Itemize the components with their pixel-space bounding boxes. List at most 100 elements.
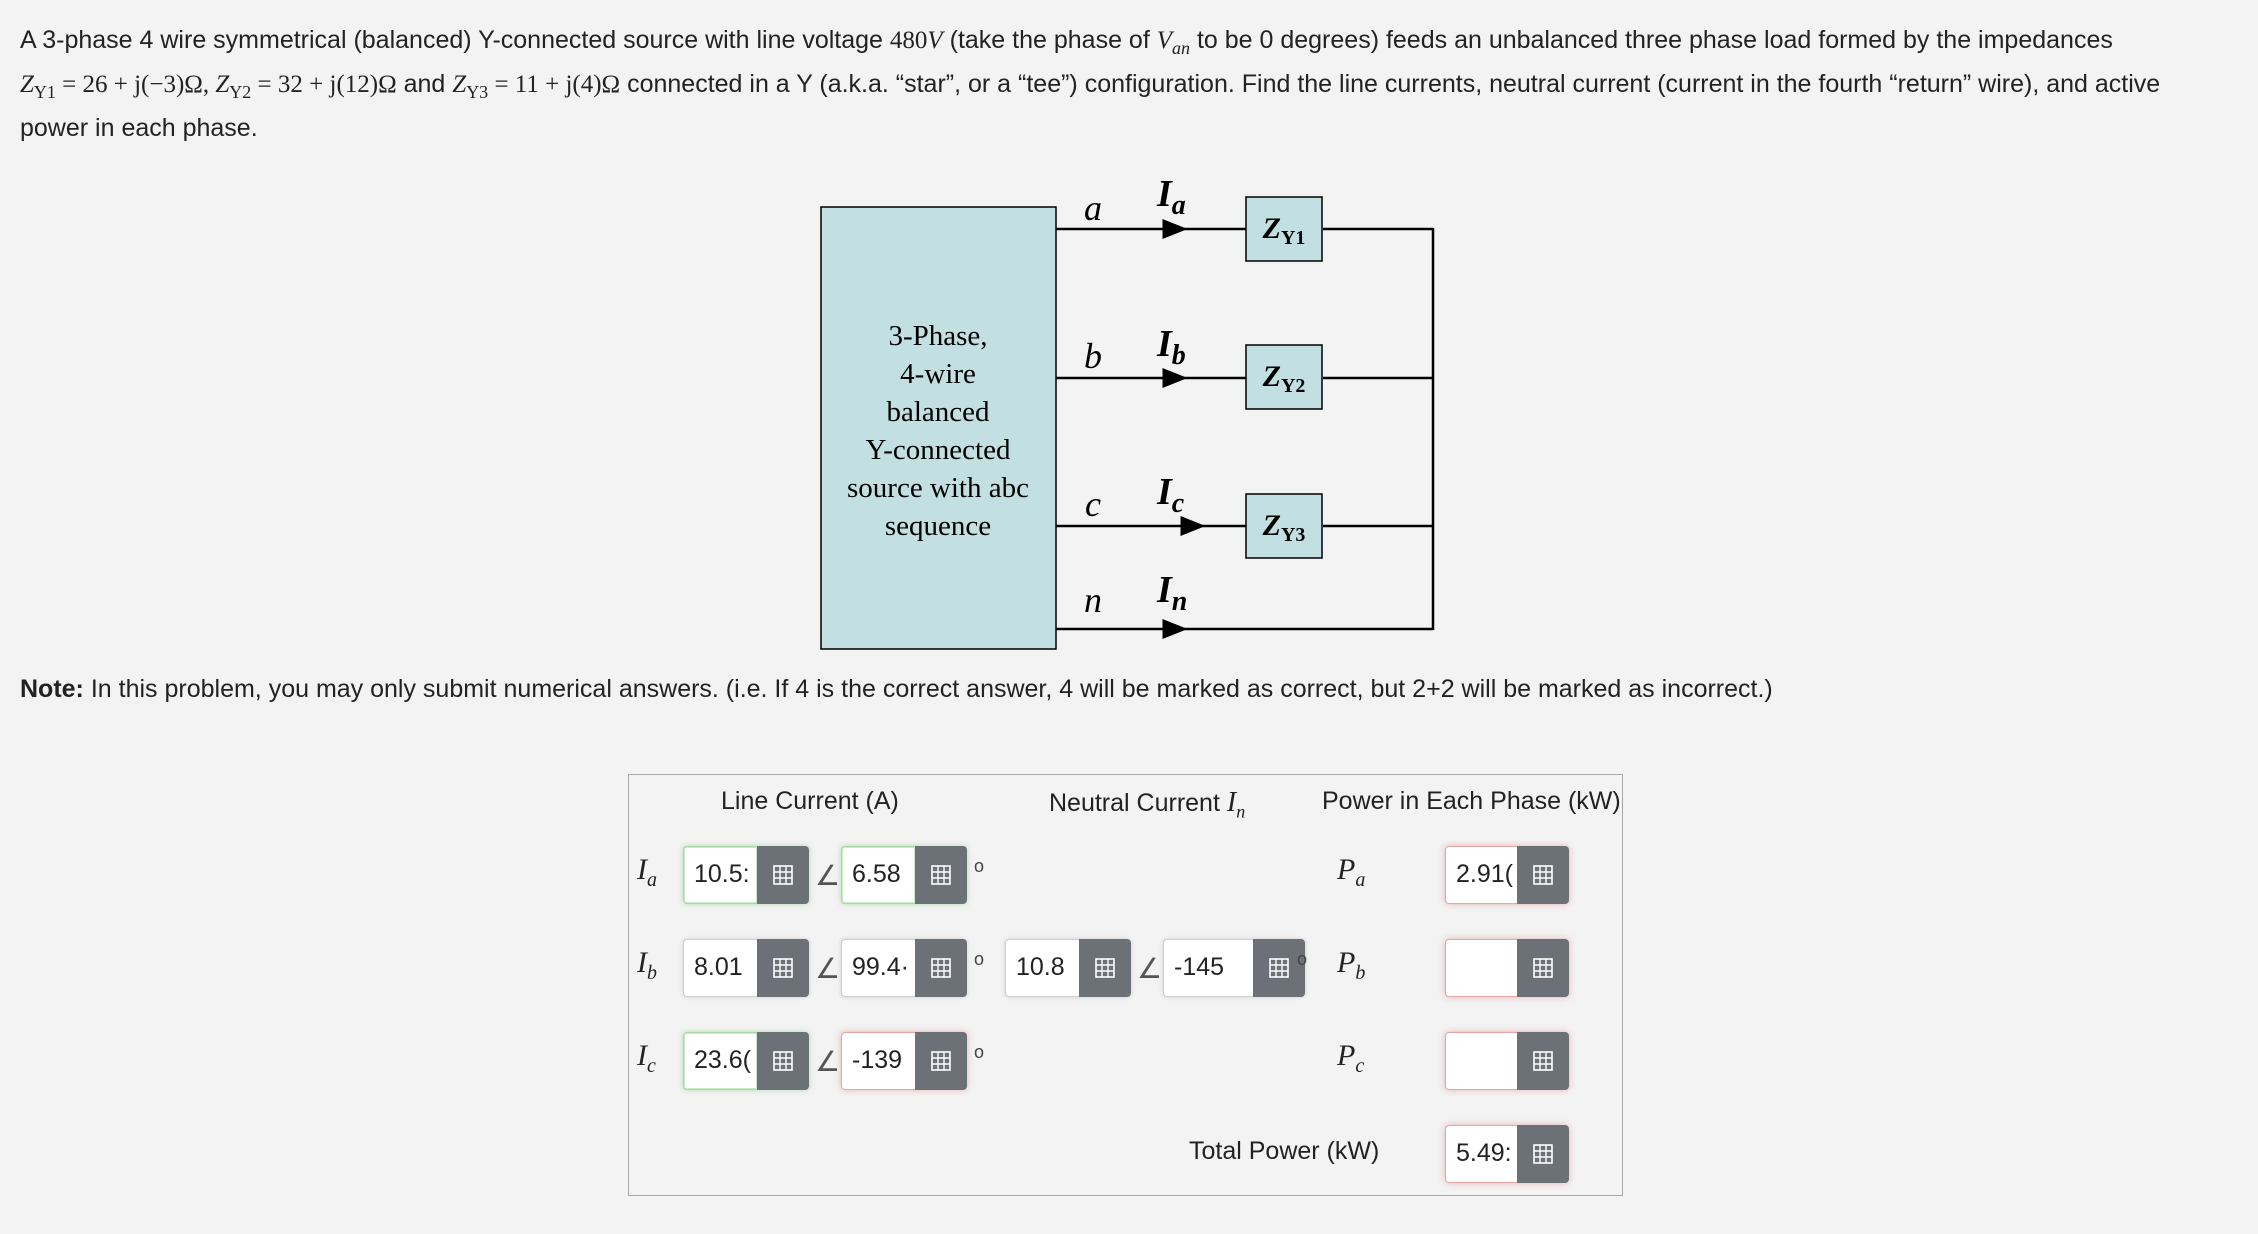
header-neutral-current: Neutral Current In xyxy=(1049,787,1246,822)
ia-angle-field: 6.58 xyxy=(841,846,967,904)
in-angle-field: -145 xyxy=(1163,939,1305,997)
pb-calc-button[interactable] xyxy=(1517,939,1569,997)
in-magnitude-input[interactable]: 10.8 xyxy=(1005,939,1079,997)
angle-symbol: ∠ xyxy=(815,953,841,984)
zy3-symbol: ZY3 xyxy=(452,71,489,102)
angle-symbol: ∠ xyxy=(815,1046,841,1077)
current-ic: Ic xyxy=(1156,471,1185,519)
degree-symbol: o xyxy=(974,1042,985,1062)
ic-magnitude-input[interactable]: 23.6( xyxy=(683,1032,757,1090)
ib-angle-input[interactable]: 99.4· xyxy=(841,939,915,997)
wires xyxy=(1056,219,1435,639)
row-label-ib: Ib xyxy=(637,946,657,984)
pa-input[interactable]: 2.91( xyxy=(1445,846,1517,904)
node-b: b xyxy=(1084,336,1102,376)
ib-magnitude-calc-button[interactable] xyxy=(757,939,809,997)
ic-angle-input[interactable]: -139 xyxy=(841,1032,915,1090)
pa-field: 2.91( xyxy=(1445,846,1569,904)
ia-magnitude-input[interactable]: 10.5: xyxy=(683,846,757,904)
source-line: sequence xyxy=(885,510,991,542)
in-magnitude-calc-button[interactable] xyxy=(1079,939,1131,997)
ic-magnitude-field: 23.6( xyxy=(683,1032,809,1090)
calculator-grid-icon xyxy=(773,865,793,885)
ic-magnitude-calc-button[interactable] xyxy=(757,1032,809,1090)
power-label-pb: Pb xyxy=(1337,946,1366,984)
ib-angle-field: 99.4· xyxy=(841,939,967,997)
calculator-grid-icon xyxy=(1095,958,1115,978)
total-power-calc-button[interactable] xyxy=(1517,1125,1569,1183)
calculator-grid-icon xyxy=(1533,958,1553,978)
circuit-diagram: 3-Phase, 4-wire balanced Y-connected sou… xyxy=(820,173,1435,650)
pc-calc-button[interactable] xyxy=(1517,1032,1569,1090)
pa-calc-button[interactable] xyxy=(1517,846,1569,904)
zy1-symbol: ZY1 xyxy=(20,71,56,102)
in-angle-input[interactable]: -145 xyxy=(1163,939,1253,997)
problem-text-1: A 3-phase 4 wire symmetrical (balanced) … xyxy=(20,26,890,54)
zy2-symbol: ZY2 xyxy=(215,71,252,102)
problem-text-2: (take the phase of xyxy=(942,26,1157,54)
svg-text:ZY1: ZY1 xyxy=(1262,212,1306,249)
source-line: 4-wire xyxy=(900,358,976,390)
total-power-label: Total Power (kW) xyxy=(1189,1137,1380,1165)
pb-field xyxy=(1445,939,1569,997)
calculator-grid-icon xyxy=(1533,1051,1553,1071)
node-labels: a b c n xyxy=(1084,188,1102,620)
problem-text-4: connected in a Y (a.k.a. “star”, or a “t… xyxy=(20,70,2161,142)
problem-text-3: to be 0 degrees) feeds an unbalanced thr… xyxy=(1190,26,2113,54)
svg-text:ZY3: ZY3 xyxy=(1262,509,1306,546)
degree-symbol: o xyxy=(1297,949,1308,969)
answer-table: Line Current (A) Neutral Current In Powe… xyxy=(628,774,1623,1196)
ib-magnitude-input[interactable]: 8.01 xyxy=(683,939,757,997)
calculator-grid-icon xyxy=(931,865,951,885)
source-label: 3-Phase, 4-wire balanced Y-connected sou… xyxy=(847,320,1029,542)
current-ib: Ib xyxy=(1156,323,1186,371)
source-line: 3-Phase, xyxy=(888,320,987,352)
zy2-expression: = 32 + j(12)Ω xyxy=(251,71,397,98)
degree-symbol: o xyxy=(974,856,985,876)
ia-magnitude-field: 10.5: xyxy=(683,846,809,904)
pc-input[interactable] xyxy=(1445,1032,1517,1090)
zy1-expression: = 26 + j(−3)Ω, xyxy=(55,71,216,98)
power-label-pa: Pa xyxy=(1337,853,1366,891)
current-in: In xyxy=(1156,569,1187,617)
problem-and: and xyxy=(396,70,453,98)
calculator-grid-icon xyxy=(773,1051,793,1071)
header-power: Power in Each Phase (kW) xyxy=(1322,787,1621,815)
calculator-grid-icon xyxy=(931,1051,951,1071)
row-label-ia: Ia xyxy=(637,853,657,891)
ia-magnitude-calc-button[interactable] xyxy=(757,846,809,904)
pc-field xyxy=(1445,1032,1569,1090)
ia-angle-input[interactable]: 6.58 xyxy=(841,846,915,904)
load-zy2: ZY2 xyxy=(1245,344,1323,410)
load-zy1: ZY1 xyxy=(1245,196,1323,262)
ib-magnitude-field: 8.01 xyxy=(683,939,809,997)
ib-angle-calc-button[interactable] xyxy=(915,939,967,997)
angle-symbol: ∠ xyxy=(815,860,841,891)
ia-angle-calc-button[interactable] xyxy=(915,846,967,904)
row-label-ic: Ic xyxy=(637,1039,656,1077)
source-box xyxy=(820,206,1057,650)
source-line: source with abc xyxy=(847,472,1029,504)
power-label-pc: Pc xyxy=(1337,1039,1365,1077)
svg-text:ZY2: ZY2 xyxy=(1262,360,1306,397)
problem-statement: A 3-phase 4 wire symmetrical (balanced) … xyxy=(20,22,2235,146)
total-power-field: 5.49: xyxy=(1445,1125,1569,1183)
current-labels: Ia Ib Ic In xyxy=(1156,173,1187,617)
node-a: a xyxy=(1084,188,1102,228)
calculator-grid-icon xyxy=(1533,1144,1553,1164)
in-magnitude-field: 10.8 xyxy=(1005,939,1131,997)
calculator-grid-icon xyxy=(773,958,793,978)
degree-symbol: o xyxy=(974,949,985,969)
calculator-grid-icon xyxy=(931,958,951,978)
source-line: balanced xyxy=(886,396,990,428)
angle-symbol: ∠ xyxy=(1137,953,1163,984)
pb-input[interactable] xyxy=(1445,939,1517,997)
in-angle-calc-button[interactable] xyxy=(1253,939,1305,997)
node-n: n xyxy=(1084,580,1102,620)
line-voltage-value: 480V xyxy=(889,27,943,54)
ic-angle-field: -139 xyxy=(841,1032,967,1090)
current-ia: Ia xyxy=(1156,173,1186,221)
total-power-input[interactable]: 5.49: xyxy=(1445,1125,1517,1183)
ic-angle-calc-button[interactable] xyxy=(915,1032,967,1090)
calculator-grid-icon xyxy=(1533,865,1553,885)
